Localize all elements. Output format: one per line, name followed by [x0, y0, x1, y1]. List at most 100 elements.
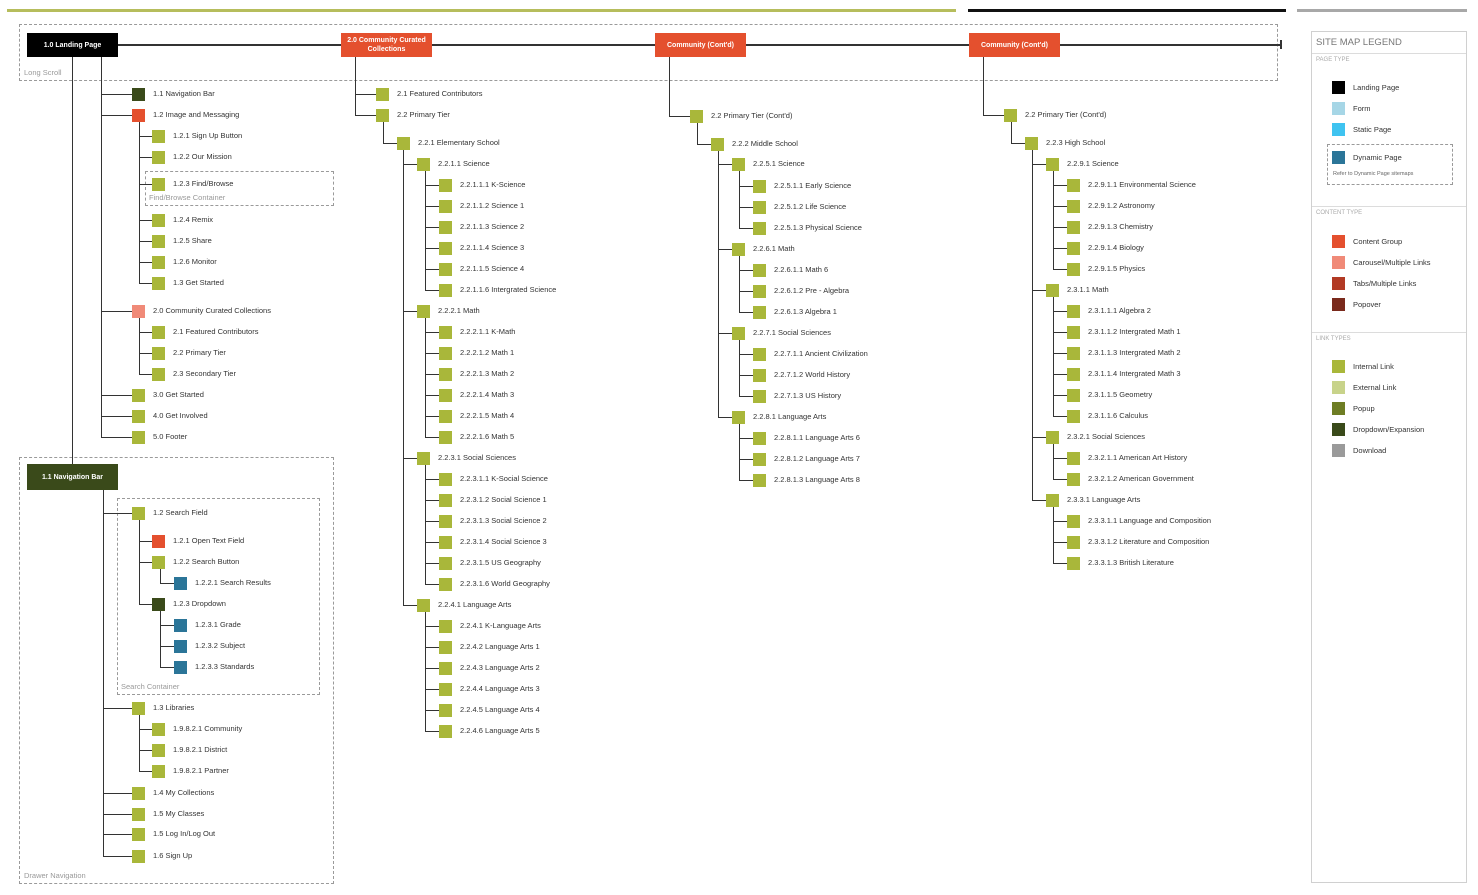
node-2-2-1-1-5-science-4[interactable]: 2.2.1.1.5 Science 4 [460, 264, 525, 273]
node-2-2-3-1-3-social-science-2[interactable]: 2.2.3.1.3 Social Science 2 [460, 516, 547, 525]
node-2-2-primary-tier-cont-d[interactable]: 2.2 Primary Tier (Cont'd) [1025, 110, 1107, 119]
node-1-9-8-2-1-district[interactable]: 1.9.8.2.1 District [173, 745, 228, 754]
node-2-2-5-1-science[interactable]: 2.2.5.1 Science [753, 159, 805, 168]
node-1-2-image-and-messaging[interactable]: 1.2 Image and Messaging [153, 110, 240, 119]
node-2-2-9-1-1-environmental-science[interactable]: 2.2.9.1.1 Environmental Science [1088, 180, 1196, 189]
node-1-2-3-2-subject[interactable]: 1.2.3.2 Subject [195, 641, 246, 650]
node-2-2-2-1-math[interactable]: 2.2.2.1 Math [438, 306, 480, 315]
node-2-3-1-1-6-calculus[interactable]: 2.3.1.1.6 Calculus [1088, 411, 1149, 420]
node-1-2-search-field[interactable]: 1.2 Search Field [153, 508, 208, 517]
node-2-3-1-1-1-algebra-2[interactable]: 2.3.1.1.1 Algebra 2 [1088, 306, 1151, 315]
node-2-2-1-1-3-science-2[interactable]: 2.2.1.1.3 Science 2 [460, 222, 525, 231]
node-2-2-primary-tier-cont-d[interactable]: 2.2 Primary Tier (Cont'd) [711, 111, 793, 120]
node-1-2-1-open-text-field[interactable]: 1.2.1 Open Text Field [173, 536, 245, 545]
node-1-4-my-collections[interactable]: 1.4 My Collections [153, 788, 215, 797]
node-2-2-3-1-social-sciences[interactable]: 2.2.3.1 Social Sciences [438, 453, 516, 462]
node-2-3-2-1-2-american-government[interactable]: 2.3.2.1.2 American Government [1088, 474, 1194, 483]
node-2-2-6-1-3-algebra-1[interactable]: 2.2.6.1.3 Algebra 1 [774, 307, 837, 316]
node-1-2-3-3-standards[interactable]: 1.2.3.3 Standards [195, 662, 255, 671]
node-1-2-2-1-search-results[interactable]: 1.2.2.1 Search Results [195, 578, 271, 587]
node-2-3-2-1-1-american-art-history[interactable]: 2.3.2.1.1 American Art History [1088, 453, 1188, 462]
node-2-2-1-elementary-school[interactable]: 2.2.1 Elementary School [418, 138, 500, 147]
node-2-3-3-1-3-british-literature[interactable]: 2.3.3.1.3 British Literature [1088, 558, 1174, 567]
node-2-2-5-1-2-life-science[interactable]: 2.2.5.1.2 Life Science [774, 202, 847, 211]
node-2-3-secondary-tier[interactable]: 2.3 Secondary Tier [173, 369, 236, 378]
node-2-0-community-curated-collections[interactable]: 2.0 Community Curated Collections [153, 306, 271, 315]
node-2-3-1-1-4-intergrated-math-3[interactable]: 2.3.1.1.4 Intergrated Math 3 [1088, 369, 1181, 378]
node-1-2-2-search-button[interactable]: 1.2.2 Search Button [173, 557, 240, 566]
node-2-2-8-1-language-arts[interactable]: 2.2.8.1 Language Arts [753, 412, 827, 421]
header-landing-page[interactable]: 1.0 Landing Page [27, 33, 118, 57]
node-1-2-4-remix[interactable]: 1.2.4 Remix [173, 215, 214, 224]
node-2-2-1-1-4-science-3[interactable]: 2.2.1.1.4 Science 3 [460, 243, 525, 252]
node-2-2-6-1-math[interactable]: 2.2.6.1 Math [753, 244, 795, 253]
node-2-2-2-1-6-math-5[interactable]: 2.2.2.1.6 Math 5 [460, 432, 515, 441]
header-community-contd-2[interactable]: Community (Cont'd) [969, 33, 1060, 57]
node-2-3-1-1-5-geometry[interactable]: 2.3.1.1.5 Geometry [1088, 390, 1153, 399]
node-2-2-4-3-language-arts-2[interactable]: 2.2.4.3 Language Arts 2 [460, 663, 540, 672]
node-2-2-9-1-5-physics[interactable]: 2.2.9.1.5 Physics [1088, 264, 1146, 273]
node-2-2-9-1-2-astronomy[interactable]: 2.2.9.1.2 Astronomy [1088, 201, 1155, 210]
node-2-3-2-1-social-sciences[interactable]: 2.3.2.1 Social Sciences [1067, 432, 1145, 441]
node-2-3-3-1-language-arts[interactable]: 2.3.3.1 Language Arts [1067, 495, 1141, 504]
node-2-2-3-1-1-k-social-science[interactable]: 2.2.3.1.1 K-Social Science [460, 474, 548, 483]
node-1-5-my-classes[interactable]: 1.5 My Classes [153, 809, 205, 818]
header-community-collections[interactable]: 2.0 Community Curated Collections [341, 33, 432, 57]
node-2-2-6-1-2-pre-algebra[interactable]: 2.2.6.1.2 Pre - Algebra [774, 286, 850, 295]
node-2-2-4-4-language-arts-3[interactable]: 2.2.4.4 Language Arts 3 [460, 684, 540, 693]
node-2-1-featured-contributors[interactable]: 2.1 Featured Contributors [173, 327, 259, 336]
node-1-9-8-2-1-community[interactable]: 1.9.8.2.1 Community [173, 724, 243, 733]
node-2-2-8-1-2-language-arts-7[interactable]: 2.2.8.1.2 Language Arts 7 [774, 454, 860, 463]
node-2-2-2-1-1-k-math[interactable]: 2.2.2.1.1 K-Math [460, 327, 516, 336]
node-2-2-8-1-1-language-arts-6[interactable]: 2.2.8.1.1 Language Arts 6 [774, 433, 860, 442]
node-1-3-libraries[interactable]: 1.3 Libraries [153, 703, 195, 712]
node-2-2-9-1-science[interactable]: 2.2.9.1 Science [1067, 159, 1119, 168]
node-1-2-5-share[interactable]: 1.2.5 Share [173, 236, 212, 245]
node-2-2-2-1-2-math-1[interactable]: 2.2.2.1.2 Math 1 [460, 348, 515, 357]
node-2-2-5-1-1-early-science[interactable]: 2.2.5.1.1 Early Science [774, 181, 852, 190]
node-4-0-get-involved[interactable]: 4.0 Get Involved [153, 411, 208, 420]
node-2-3-1-1-math[interactable]: 2.3.1.1 Math [1067, 285, 1109, 294]
node-2-2-primary-tier[interactable]: 2.2 Primary Tier [397, 110, 450, 119]
node-2-2-6-1-1-math-6[interactable]: 2.2.6.1.1 Math 6 [774, 265, 829, 274]
node-2-2-2-1-4-math-3[interactable]: 2.2.2.1.4 Math 3 [460, 390, 515, 399]
node-2-1-featured-contributors[interactable]: 2.1 Featured Contributors [397, 89, 483, 98]
node-2-2-5-1-3-physical-science[interactable]: 2.2.5.1.3 Physical Science [774, 223, 862, 232]
node-1-1-navigation-bar[interactable]: 1.1 Navigation Bar [153, 89, 215, 98]
node-2-3-1-1-3-intergrated-math-2[interactable]: 2.3.1.1.3 Intergrated Math 2 [1088, 348, 1181, 357]
node-2-2-4-6-language-arts-5[interactable]: 2.2.4.6 Language Arts 5 [460, 726, 540, 735]
node-2-2-9-1-3-chemistry[interactable]: 2.2.9.1.3 Chemistry [1088, 222, 1154, 231]
node-2-2-1-1-science[interactable]: 2.2.1.1 Science [438, 159, 490, 168]
node-2-3-3-1-2-literature-and-composition[interactable]: 2.3.3.1.2 Literature and Composition [1088, 537, 1210, 546]
node-1-6-sign-up[interactable]: 1.6 Sign Up [153, 851, 193, 860]
node-2-2-2-1-3-math-2[interactable]: 2.2.2.1.3 Math 2 [460, 369, 515, 378]
node-2-3-3-1-1-language-and-composition[interactable]: 2.3.3.1.1 Language and Composition [1088, 516, 1212, 525]
node-2-2-4-2-language-arts-1[interactable]: 2.2.4.2 Language Arts 1 [460, 642, 540, 651]
node-1-2-1-sign-up-button[interactable]: 1.2.1 Sign Up Button [173, 131, 243, 140]
node-2-2-9-1-4-biology[interactable]: 2.2.9.1.4 Biology [1088, 243, 1144, 252]
node-1-2-3-dropdown[interactable]: 1.2.3 Dropdown [173, 599, 226, 608]
node-2-2-1-1-6-intergrated-science[interactable]: 2.2.1.1.6 Intergrated Science [460, 285, 557, 294]
node-2-2-3-high-school[interactable]: 2.2.3 High School [1046, 138, 1106, 147]
node-2-2-8-1-3-language-arts-8[interactable]: 2.2.8.1.3 Language Arts 8 [774, 475, 860, 484]
node-1-2-6-monitor[interactable]: 1.2.6 Monitor [173, 257, 217, 266]
node-1-9-8-2-1-partner[interactable]: 1.9.8.2.1 Partner [173, 766, 229, 775]
node-5-0-footer[interactable]: 5.0 Footer [153, 432, 188, 441]
node-1-2-2-our-mission[interactable]: 1.2.2 Our Mission [173, 152, 232, 161]
node-2-2-4-1-language-arts[interactable]: 2.2.4.1 Language Arts [438, 600, 512, 609]
node-2-2-primary-tier[interactable]: 2.2 Primary Tier [173, 348, 226, 357]
node-2-3-1-1-2-intergrated-math-1[interactable]: 2.3.1.1.2 Intergrated Math 1 [1088, 327, 1181, 336]
node-1-3-get-started[interactable]: 1.3 Get Started [173, 278, 224, 287]
node-2-2-7-1-2-world-history[interactable]: 2.2.7.1.2 World History [774, 370, 851, 379]
node-2-2-7-1-social-sciences[interactable]: 2.2.7.1 Social Sciences [753, 328, 831, 337]
node-1-2-3-find-browse[interactable]: 1.2.3 Find/Browse [173, 179, 234, 188]
node-3-0-get-started[interactable]: 3.0 Get Started [153, 390, 204, 399]
node-2-2-3-1-6-world-geography[interactable]: 2.2.3.1.6 World Geography [460, 579, 550, 588]
node-2-2-2-middle-school[interactable]: 2.2.2 Middle School [732, 139, 798, 148]
node-2-2-3-1-2-social-science-1[interactable]: 2.2.3.1.2 Social Science 1 [460, 495, 547, 504]
node-2-2-7-1-1-ancient-civilization[interactable]: 2.2.7.1.1 Ancient Civilization [774, 349, 868, 358]
node-2-2-7-1-3-us-history[interactable]: 2.2.7.1.3 US History [774, 391, 842, 400]
node-1-2-3-1-grade[interactable]: 1.2.3.1 Grade [195, 620, 241, 629]
node-2-2-1-1-2-science-1[interactable]: 2.2.1.1.2 Science 1 [460, 201, 525, 210]
node-2-2-3-1-5-us-geography[interactable]: 2.2.3.1.5 US Geography [460, 558, 541, 567]
